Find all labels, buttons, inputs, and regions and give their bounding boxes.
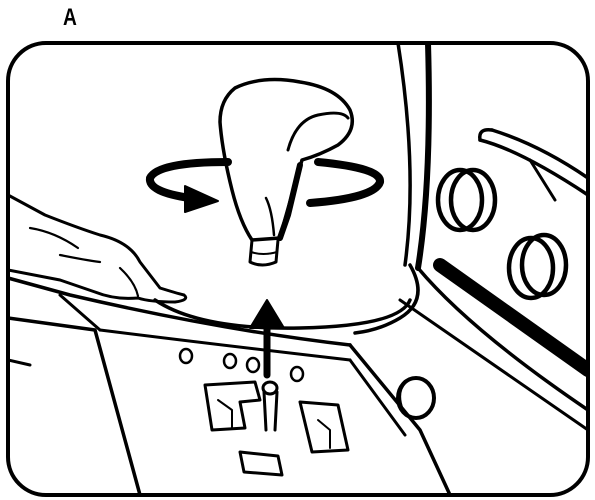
hand xyxy=(8,193,188,304)
shift-stub xyxy=(261,380,279,432)
dashboard-knob-lower xyxy=(506,232,569,301)
dashboard-trim xyxy=(398,258,588,432)
air-vent xyxy=(478,127,588,202)
dashboard-edge xyxy=(396,43,588,412)
indicator-holes xyxy=(178,347,305,383)
dashboard-knob-upper xyxy=(435,167,498,233)
panel-label: A xyxy=(63,4,77,31)
frame-border xyxy=(6,41,590,497)
rotate-arrow-icon xyxy=(146,158,384,213)
gear-knob xyxy=(218,77,354,267)
console-plate xyxy=(8,276,452,495)
gear-gate xyxy=(203,380,350,477)
up-arrow-icon xyxy=(249,299,285,379)
console-round-knob xyxy=(396,376,436,420)
console-pedestal xyxy=(153,263,420,335)
